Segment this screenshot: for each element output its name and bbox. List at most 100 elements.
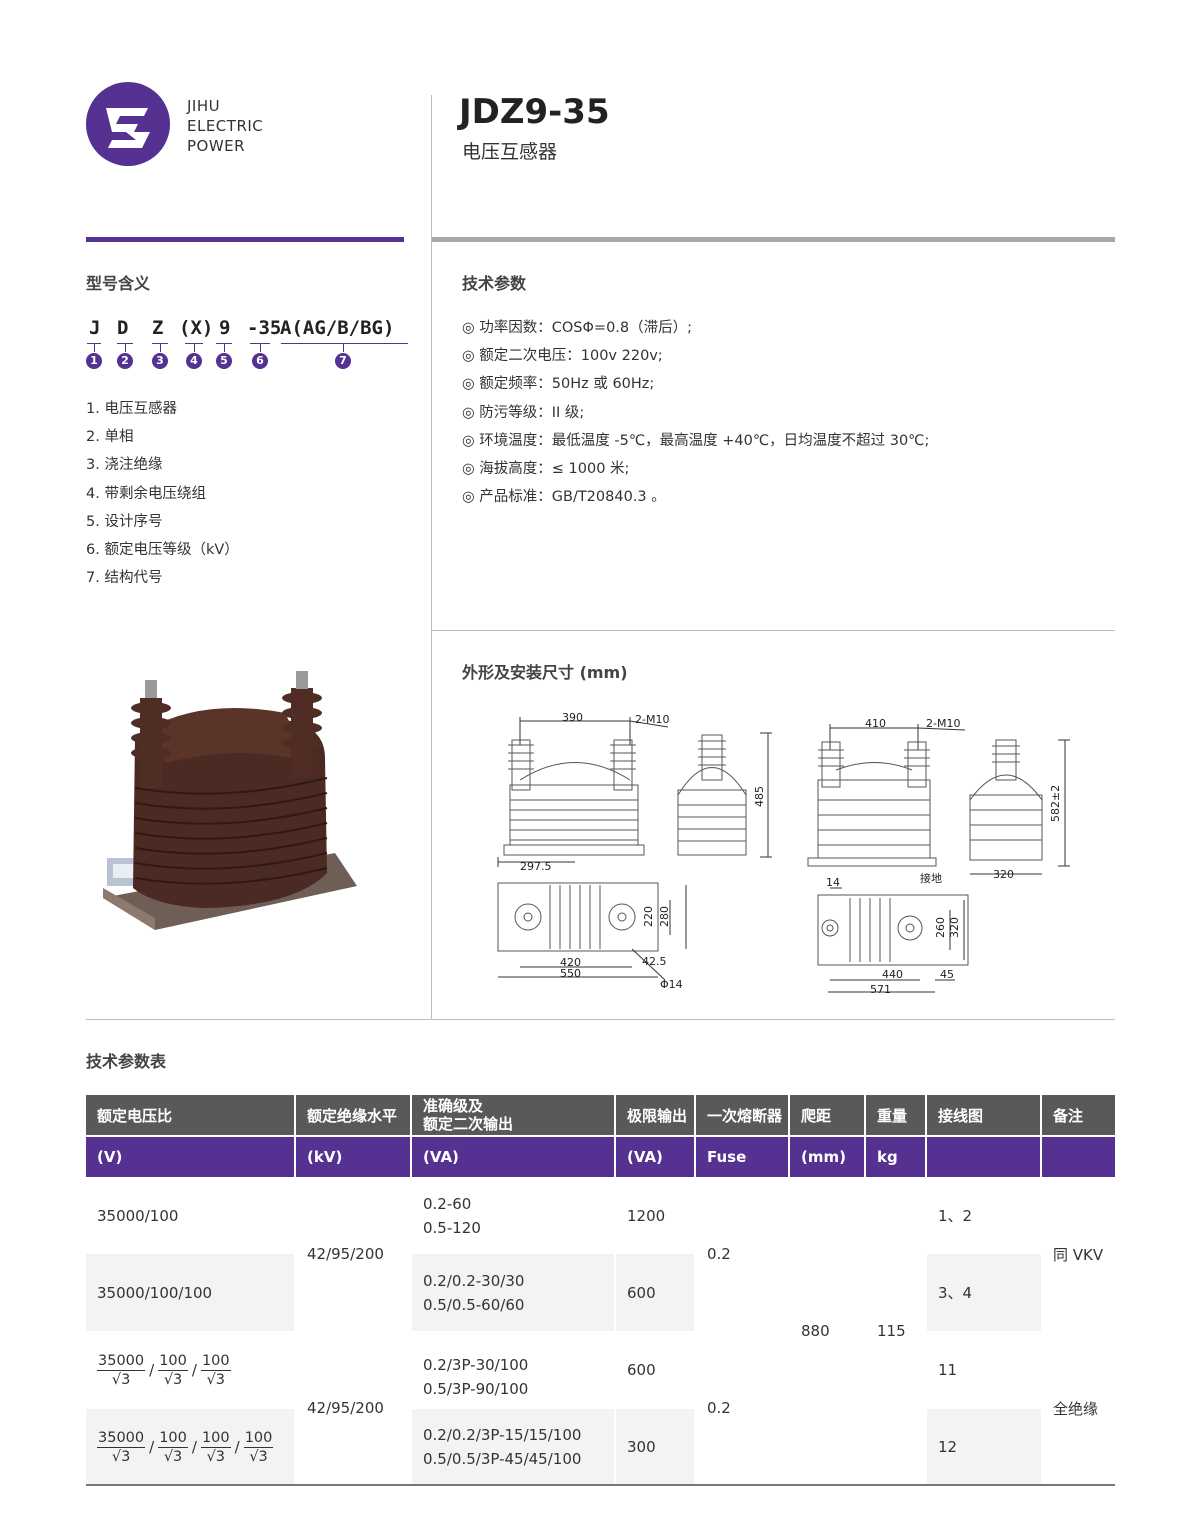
dim-420: 420 — [560, 956, 581, 969]
fraction-top: 100 — [158, 1429, 188, 1448]
left-dimension-drawing: 390 2-M10 297.5 420 550 42.5 Φ14 485 220… — [497, 711, 772, 991]
slash: / — [234, 1438, 240, 1456]
model-meaning-heading: 型号含义 — [86, 274, 151, 293]
dim-220: 220 — [642, 906, 655, 927]
accuracy-line: 0.5-120 — [423, 1218, 481, 1237]
accuracy-line: 0.2/3P-30/100 — [423, 1356, 529, 1374]
accuracy-cell: 0.2/0.2/3P-15/15/100 0.5/0.5/3P-45/45/10… — [411, 1409, 616, 1485]
code-letter-4: (X) — [179, 317, 214, 339]
unit-header: (kV) — [295, 1135, 412, 1177]
code-letter-1: J — [89, 317, 101, 339]
company-logo-icon — [86, 82, 170, 166]
col-header: 备注 — [1041, 1095, 1115, 1136]
ratio-cell: 35000√3/100√3/100√3/100√3 — [86, 1409, 296, 1485]
slash: / — [191, 1438, 197, 1456]
unit-header: (VA) — [615, 1135, 696, 1177]
fraction-top: 100 — [243, 1429, 274, 1448]
fraction: 100√3 — [200, 1352, 231, 1389]
unit-header — [1041, 1135, 1115, 1177]
left-accent-bar — [86, 237, 404, 242]
param-item: ◎ 海拔高度：≤ 1000 米; — [462, 461, 630, 478]
code-letter-7: A(AG/B/BG) — [280, 317, 395, 339]
fraction: 100√3 — [200, 1429, 231, 1466]
brand-line-1: JIHU — [187, 97, 221, 115]
accuracy-cell: 0.2/0.2-30/30 0.5/0.5-60/60 — [411, 1254, 616, 1331]
product-name: 电压互感器 — [462, 141, 558, 163]
meaning-item: 1. 电压互感器 — [86, 401, 177, 417]
code-number-2: 2 — [117, 353, 133, 369]
limit-output-cell: 1200 — [615, 1177, 696, 1254]
code-letter-5: 9 — [219, 317, 231, 339]
ground-label: 接地 — [920, 872, 942, 885]
fuse-cell: 0.2 — [695, 1331, 790, 1485]
code-number-6: 6 — [252, 353, 268, 369]
param-item: ◎ 产品标准：GB/T20840.3 。 — [462, 489, 666, 506]
fraction-bottom: √3 — [111, 1448, 131, 1465]
param-item: ◎ 防污等级：II 级; — [462, 404, 585, 421]
unit-header: (VA) — [411, 1135, 616, 1177]
note-cell: 全绝缘 — [1041, 1331, 1115, 1485]
meaning-item: 3. 浇注绝缘 — [86, 457, 163, 474]
fraction: 35000√3 — [97, 1352, 146, 1389]
fraction-top: 100 — [200, 1429, 231, 1448]
fraction-bottom: √3 — [249, 1448, 268, 1465]
table-header-row: 额定电压比 额定绝缘水平 准确级及 额定二次输出 极限输出 一次熔断器 爬距 重… — [86, 1095, 1115, 1136]
param-item: ◎ 环境温度：最低温度 -5℃，最高温度 +40℃，日均温度不超过 30℃; — [462, 432, 930, 449]
wiring-cell: 12 — [938, 1438, 958, 1456]
col-header: 接线图 — [926, 1095, 1042, 1136]
dim-440: 440 — [882, 968, 903, 981]
brand-line-2: ELECTRIC — [187, 117, 264, 135]
fraction-bottom: √3 — [111, 1371, 131, 1388]
code-number-7: 7 — [335, 353, 351, 369]
brand-line-3: POWER — [187, 137, 246, 155]
code-connector-7 — [343, 343, 344, 352]
insulation-cell: 42/95/200 — [295, 1177, 412, 1331]
fraction-top: 100 — [158, 1352, 188, 1371]
code-connector-6 — [260, 343, 261, 352]
code-connector-4 — [194, 343, 195, 352]
limit-output-cell: 300 — [615, 1409, 696, 1485]
slash: / — [149, 1361, 155, 1379]
dim-320-width: 320 — [993, 868, 1014, 881]
table-row: 35000/100/100 0.2/0.2-30/30 0.5/0.5-60/6… — [86, 1254, 1115, 1331]
slash: / — [149, 1438, 155, 1456]
col-header: 额定绝缘水平 — [295, 1095, 412, 1136]
dim-390: 390 — [562, 711, 583, 724]
model-code: J D Z (X) 9 -35 A(AG/B/BG) 1 2 3 4 5 6 7 — [86, 317, 416, 377]
unit-header: kg — [865, 1135, 927, 1177]
code-underline-7 — [281, 343, 408, 344]
fraction-top: 35000 — [97, 1429, 146, 1448]
dim-phi14: Φ14 — [660, 978, 683, 991]
product-model-title: JDZ9-35 — [459, 92, 610, 132]
fuse-cell: 0.2 — [695, 1177, 790, 1331]
col-header: 一次熔断器 — [695, 1095, 790, 1136]
code-letter-3: Z — [152, 317, 164, 339]
note-cell: 同 VKV — [1041, 1177, 1115, 1331]
spec-table: 额定电压比 额定绝缘水平 准确级及 额定二次输出 极限输出 一次熔断器 爬距 重… — [86, 1095, 1115, 1485]
fraction-top: 35000 — [97, 1352, 146, 1371]
col-header: 重量 — [865, 1095, 927, 1136]
meaning-item: 2. 单相 — [86, 429, 134, 446]
vertical-divider — [431, 95, 432, 1020]
weight-cell: 115 — [865, 1177, 927, 1485]
wiring-cell: 3、4 — [938, 1284, 973, 1302]
meaning-item: 5. 设计序号 — [86, 513, 163, 530]
code-number-1: 1 — [86, 353, 102, 369]
code-connector-3 — [160, 343, 161, 352]
dim-571: 571 — [870, 983, 891, 996]
accuracy-cell: 0.2/3P-30/100 0.5/3P-90/100 — [411, 1331, 616, 1409]
table-bottom-rule — [86, 1484, 1115, 1486]
code-number-3: 3 — [152, 353, 168, 369]
fraction: 100√3 — [158, 1429, 188, 1466]
unit-header: Fuse — [695, 1135, 790, 1177]
fraction-bottom: √3 — [206, 1448, 226, 1465]
col-header-line: 准确级及 — [423, 1097, 484, 1115]
wiring-cell: 1、2 — [926, 1177, 1042, 1254]
col-header: 爬距 — [789, 1095, 866, 1136]
code-connector-2 — [125, 343, 126, 352]
code-letter-2: D — [117, 317, 129, 339]
dim-260: 260 — [934, 917, 947, 938]
col-header: 额定电压比 — [86, 1095, 296, 1136]
table-row: 35000/100 42/95/200 0.2-60 0.5-120 1200 … — [86, 1177, 1115, 1485]
dim-582: 582±2 — [1049, 785, 1062, 822]
